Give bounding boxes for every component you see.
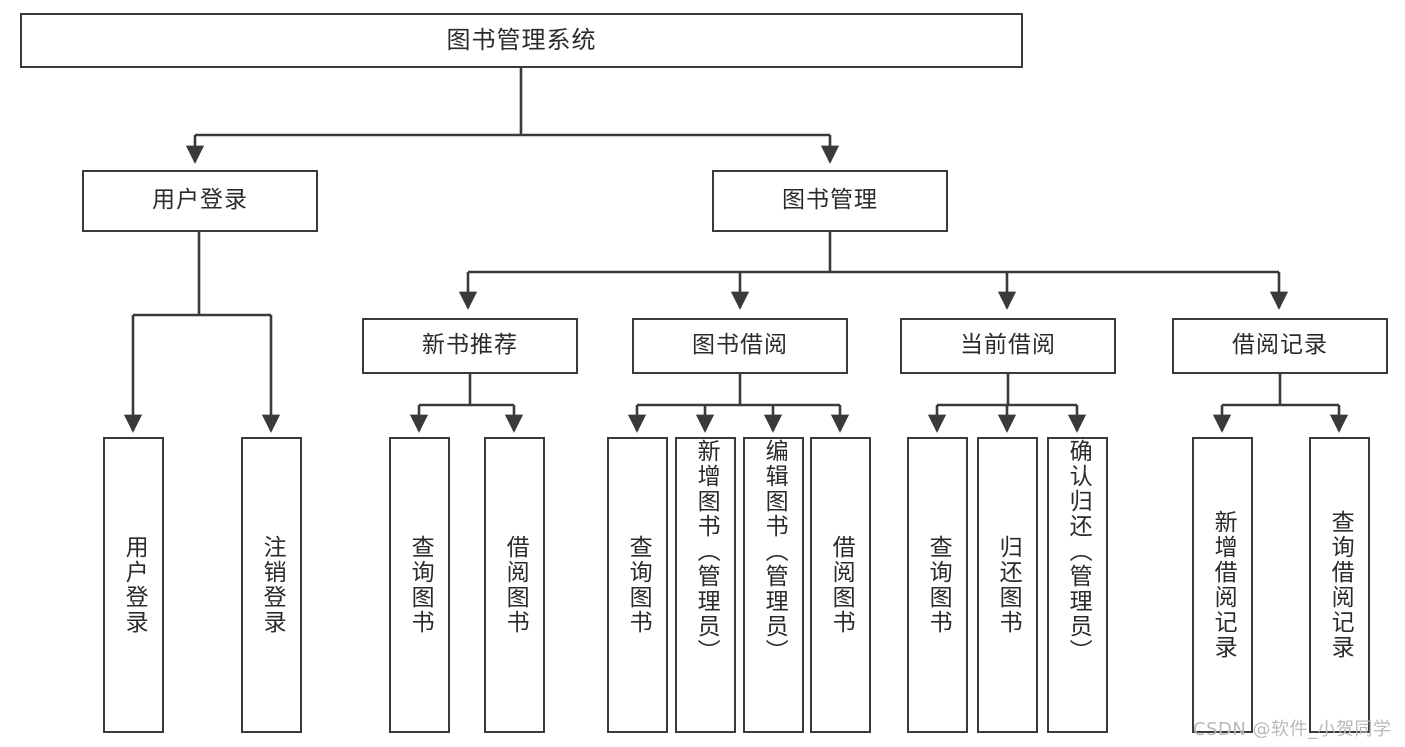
node-root-system[interactable]: 图书管理系统: [20, 13, 1023, 68]
node-leaf-borrow-book-1-label: 借阅图书: [502, 535, 529, 635]
node-leaf-query-book-3[interactable]: 查询图书: [907, 437, 968, 733]
node-leaf-add-record[interactable]: 新增借阅记录: [1192, 437, 1253, 733]
node-leaf-query-book-2[interactable]: 查询图书: [607, 437, 668, 733]
node-leaf-return-book[interactable]: 归还图书: [977, 437, 1038, 733]
node-current-borrow[interactable]: 当前借阅: [900, 318, 1116, 374]
node-leaf-user-login[interactable]: 用户登录: [103, 437, 164, 733]
node-user-login[interactable]: 用户登录: [82, 170, 318, 232]
node-leaf-borrow-book-1[interactable]: 借阅图书: [484, 437, 545, 733]
node-leaf-logout[interactable]: 注销登录: [241, 437, 302, 733]
node-leaf-logout-label: 注销登录: [259, 535, 286, 635]
node-leaf-borrow-book-2[interactable]: 借阅图书: [810, 437, 871, 733]
node-leaf-return-book-label: 归还图书: [995, 535, 1022, 635]
node-leaf-confirm-return-label: 确认归还（管理员）: [1065, 439, 1092, 664]
node-new-book-recommend-label: 新书推荐: [422, 332, 518, 359]
node-book-borrow[interactable]: 图书借阅: [632, 318, 848, 374]
node-book-management[interactable]: 图书管理: [712, 170, 948, 232]
node-leaf-edit-book[interactable]: 编辑图书（管理员）: [743, 437, 804, 733]
node-root-label: 图书管理系统: [446, 26, 597, 55]
node-leaf-edit-book-label: 编辑图书（管理员）: [761, 439, 788, 664]
node-borrow-record[interactable]: 借阅记录: [1172, 318, 1388, 374]
node-leaf-confirm-return[interactable]: 确认归还（管理员）: [1047, 437, 1108, 733]
node-user-login-label: 用户登录: [152, 187, 248, 214]
node-leaf-borrow-book-2-label: 借阅图书: [828, 535, 855, 635]
node-leaf-add-record-label: 新增借阅记录: [1210, 510, 1237, 660]
node-leaf-query-book-2-label: 查询图书: [625, 535, 652, 635]
node-leaf-add-book-label: 新增图书（管理员）: [693, 439, 720, 664]
node-leaf-query-book-1[interactable]: 查询图书: [389, 437, 450, 733]
node-book-borrow-label: 图书借阅: [692, 332, 788, 359]
node-leaf-query-record[interactable]: 查询借阅记录: [1309, 437, 1370, 733]
node-leaf-query-book-1-label: 查询图书: [407, 535, 434, 635]
node-new-book-recommend[interactable]: 新书推荐: [362, 318, 578, 374]
node-leaf-add-book[interactable]: 新增图书（管理员）: [675, 437, 736, 733]
node-leaf-query-record-label: 查询借阅记录: [1327, 510, 1354, 660]
watermark-credit: CSDN @软件_小贺同学: [1193, 719, 1392, 740]
node-current-borrow-label: 当前借阅: [960, 332, 1056, 359]
node-leaf-user-login-label: 用户登录: [121, 535, 148, 635]
node-leaf-query-book-3-label: 查询图书: [925, 535, 952, 635]
node-borrow-record-label: 借阅记录: [1232, 332, 1328, 359]
node-book-management-label: 图书管理: [782, 187, 878, 214]
